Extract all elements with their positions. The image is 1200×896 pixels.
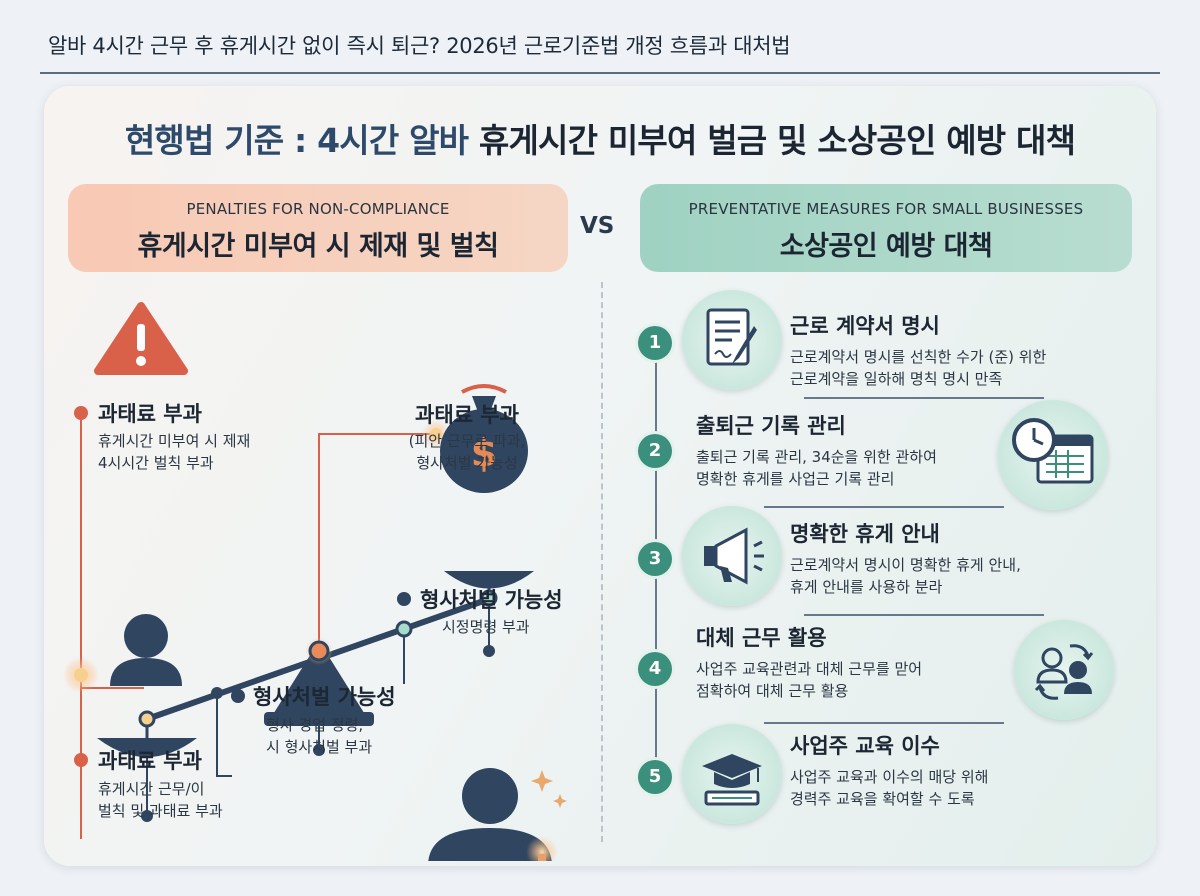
swap-workers-icon (1014, 620, 1114, 720)
warning-icon (94, 302, 188, 375)
page-title: 알바 4시간 근무 후 휴게시간 없이 즉시 퇴근? 2026년 근로기준법 개… (48, 34, 791, 58)
title-divider (40, 72, 1160, 74)
step-line: 출퇴근 기록 관리, 34순을 위한 관하여 (696, 448, 937, 466)
penalty-title: 과태료 부과 (98, 749, 202, 773)
prevention-header-en: PREVENTATIVE MEASURES FOR SMALL BUSINESS… (688, 200, 1084, 218)
center-divider (601, 282, 603, 842)
penalty-line: 형사처벌 가능성 (416, 454, 518, 472)
penalty-bullet (74, 753, 88, 767)
contract-pen-icon (682, 290, 782, 390)
step-line: 휴게 안내를 사용하 분라 (790, 578, 943, 596)
headline-rest: 휴게시간 미부여 벌금 및 소상공인 예방 대책 (478, 121, 1076, 160)
worker-silhouette-icon (428, 768, 552, 861)
penalties-header-kr: 휴게시간 미부여 시 제재 및 벌칙 (137, 231, 499, 262)
prevention-step: 4 대체 근무 활용 사업주 교육관련과 대체 근무를 맏어 점확하여 대체 근… (638, 616, 1114, 724)
penalty-line: (피안 근무로 파과, (408, 432, 526, 450)
penalty-bullet (74, 406, 88, 420)
penalty-line: 시 형사처벌 부과 (266, 738, 373, 756)
infographic-card: 현행법 기준 : 4시간 알바 휴게시간 미부여 벌금 및 소상공인 예방 대책… (44, 86, 1156, 866)
penalty-line: 휴게시간 근무/이 (98, 780, 205, 798)
penalty-line: 시정명령 부과 (442, 618, 530, 636)
penalty-title: 형사처벌 가능성 (253, 685, 396, 709)
headline: 현행법 기준 : 4시간 알바 휴게시간 미부여 벌금 및 소상공인 예방 대책 (44, 114, 1156, 162)
step-title: 명확한 휴게 안내 (790, 522, 940, 546)
step-line: 사업주 교육관련과 대체 근무를 맏어 (696, 660, 923, 678)
step-line: 경력주 교육을 확여할 수 도록 (790, 790, 975, 808)
step-connector (764, 722, 1004, 724)
penalties-header-en: PENALTIES FOR NON-COMPLIANCE (186, 200, 450, 218)
vs-label: VS (580, 213, 615, 239)
step-title: 근로 계약서 명시 (790, 314, 940, 338)
prevention-header: PREVENTATIVE MEASURES FOR SMALL BUSINESS… (640, 184, 1132, 272)
step-connector (804, 397, 1044, 399)
prevention-step: 5 사업주 교육 이수 사업주 교육과 이수의 매당 위해 경력주 교육을 확여… (638, 724, 1098, 832)
prevention-step: 2 출퇴근 기록 관리 출퇴근 기록 관리, 34순을 위한 관하여 명확한 휴… (638, 398, 1108, 510)
employer-silhouette-icon (110, 614, 182, 686)
graduation-cap-icon (682, 724, 782, 824)
penalty-line: 벌칙 및 과태료 부과 (98, 802, 223, 820)
penalty-line: 4시시간 벌칙 부과 (98, 454, 214, 472)
step-line: 사업주 교육과 이수의 매당 위해 (790, 768, 989, 786)
penalties-header: PENALTIES FOR NON-COMPLIANCE 휴게시간 미부여 시 … (68, 184, 568, 272)
step-number: 4 (638, 652, 672, 686)
step-title: 출퇴근 기록 관리 (696, 414, 846, 438)
step-line: 근로계약서 명시를 선칙한 수가 (준) 위한 (790, 348, 1047, 366)
penalty-scale-illustration: $ (63, 302, 567, 861)
step-line: 점확하여 대체 근무 활용 (696, 682, 849, 700)
megaphone-icon (682, 506, 782, 606)
step-number: 3 (638, 542, 672, 576)
step-connector (764, 506, 1004, 508)
prevention-header-kr: 소상공인 예방 대책 (779, 231, 993, 262)
step-number: 5 (638, 760, 672, 794)
clock-calendar-icon (998, 400, 1108, 510)
penalty-title: 과태료 부과 (98, 402, 202, 426)
step-number: 1 (638, 326, 672, 360)
step-title: 사업주 교육 이수 (790, 734, 940, 758)
penalty-title: 과태료 부과 (415, 403, 519, 427)
prevention-step: 3 명확한 휴게 안내 근로계약서 명시이 명확한 휴게 안내, 휴게 안내를 … (638, 506, 1098, 614)
step-number: 2 (638, 434, 672, 468)
headline-accent: 현행법 기준 : 4시간 알바 (124, 121, 469, 160)
step-line: 명확한 휴게를 사업근 기록 관리 (696, 470, 895, 488)
penalty-line: 형사 경업 정령, (266, 716, 364, 734)
money-symbol: $ (471, 431, 497, 475)
step-line: 근로계약서 명시이 명확한 휴게 안내, (790, 556, 1021, 574)
penalty-title: 형사처벌 가능성 (420, 588, 563, 612)
money-bag-icon: $ (440, 384, 528, 493)
step-title: 대체 근무 활용 (696, 626, 827, 650)
step-connector (804, 614, 1044, 616)
penalty-bullet (397, 592, 411, 606)
penalty-line: 휴게시간 미부여 시 제재 (98, 432, 251, 450)
penalty-bullet (231, 689, 245, 703)
step-line: 근로계약을 일하해 명칙 명시 만족 (790, 370, 1003, 388)
prevention-step: 1 근로 계약서 명시 근로계약서 명시를 선칙한 수가 (준) 위한 근로계약… (638, 290, 1098, 398)
